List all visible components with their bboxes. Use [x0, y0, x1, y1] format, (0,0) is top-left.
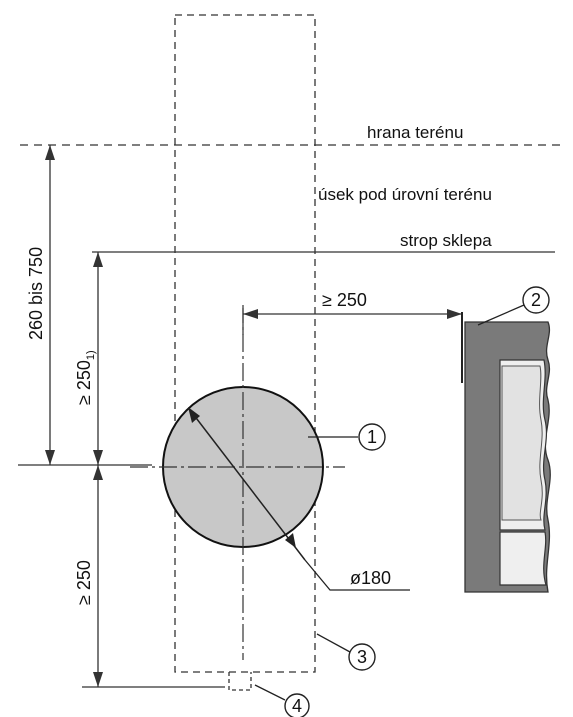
callout-1: 1 — [308, 423, 386, 451]
below-ground-label: úsek pod úrovní terénu — [318, 185, 492, 204]
wall-section — [464, 321, 551, 593]
wall-distance-dimension: ≥ 250 — [242, 290, 463, 383]
wall-distance-label: ≥ 250 — [322, 290, 367, 310]
ground-edge-label: hrana terénu — [367, 123, 463, 142]
callout-2-number: 2 — [531, 290, 541, 310]
total-height-dimension: 260 bis 750 — [26, 145, 55, 465]
above-center-dimension: ≥ 2501) — [74, 252, 103, 465]
callout-4-number: 4 — [292, 696, 302, 716]
callout-3-number: 3 — [357, 647, 367, 667]
callout-3: 3 — [316, 633, 376, 671]
bottom-extension — [228, 672, 252, 691]
callout-2: 2 — [477, 286, 550, 326]
diameter-label: ø180 — [350, 568, 391, 588]
above-center-label: ≥ 2501) — [74, 350, 97, 405]
below-center-dimension: ≥ 250 — [74, 465, 103, 687]
callout-1-number: 1 — [367, 427, 377, 447]
callout-4: 4 — [254, 684, 310, 717]
diameter-dimension: ø180 — [188, 407, 410, 591]
below-center-label: ≥ 250 — [74, 560, 94, 605]
total-height-label: 260 bis 750 — [26, 247, 46, 340]
title-fragment — [60, 0, 330, 8]
shaft-outline — [174, 14, 316, 673]
basement-ceiling-label: strop sklepa — [400, 231, 492, 250]
